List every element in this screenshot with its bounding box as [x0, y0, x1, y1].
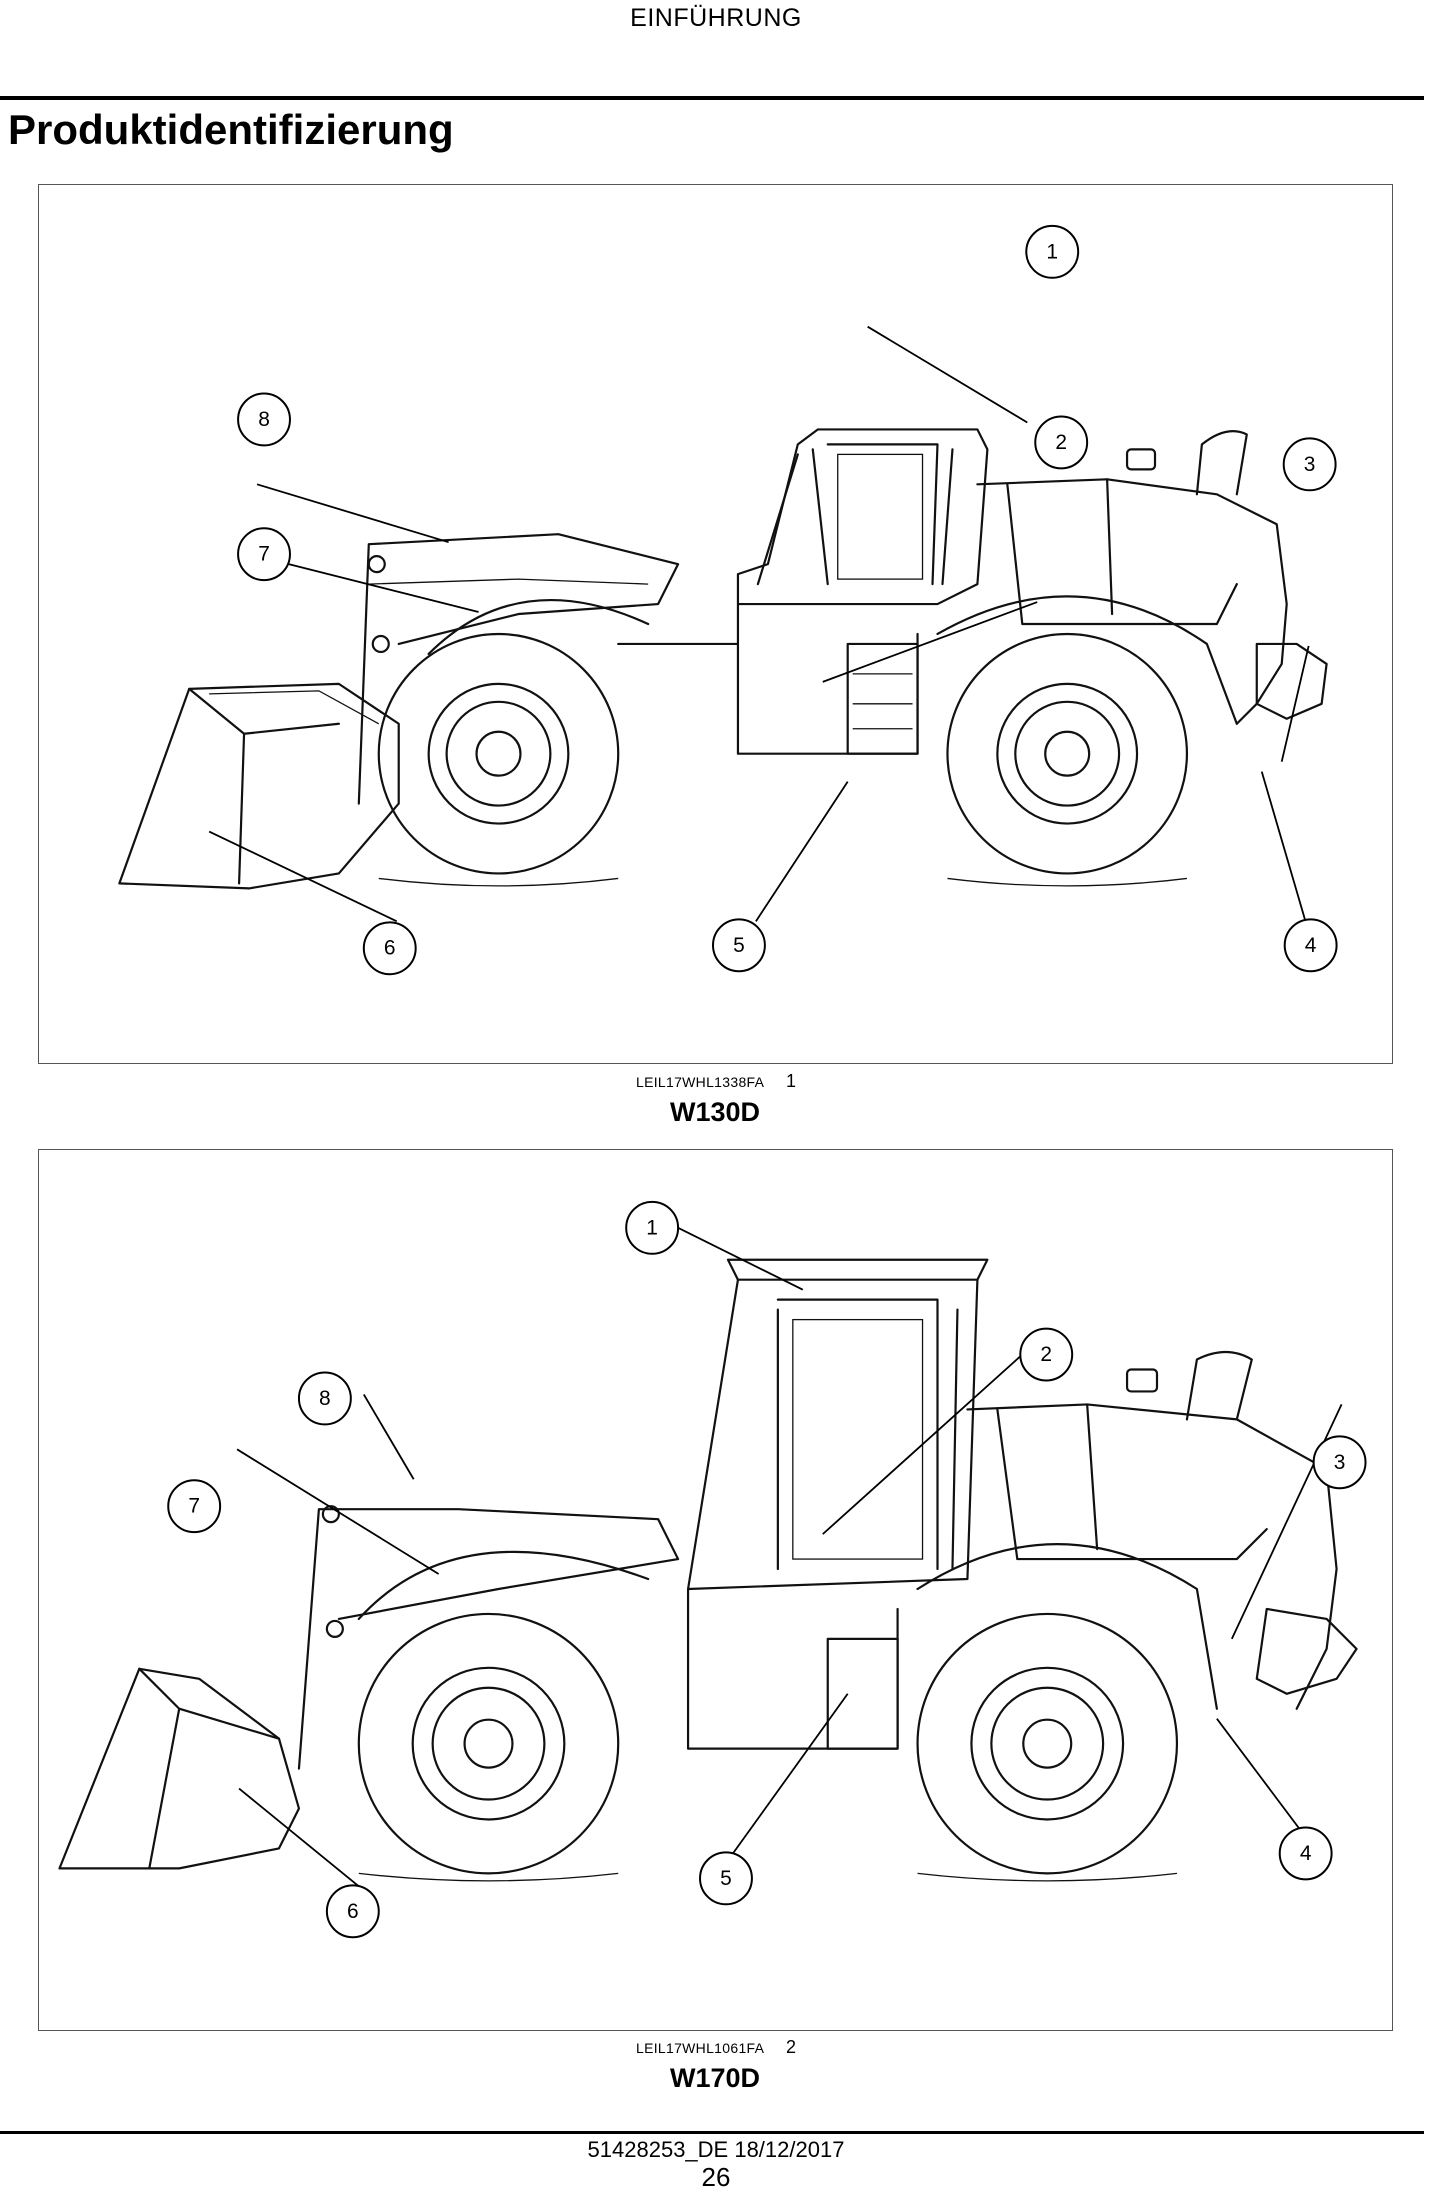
document-reference: 51428253_DE 18/12/2017 — [587, 2137, 845, 2162]
callout-6: 6 — [325, 1884, 380, 1939]
leader-2 — [822, 601, 1038, 683]
callout-7: 7 — [167, 1479, 222, 1534]
leader-6 — [208, 830, 398, 923]
figure-number: 2 — [786, 2037, 797, 2057]
leader-8 — [256, 483, 449, 544]
svg-text:8: 8 — [258, 408, 270, 431]
svg-text:5: 5 — [720, 1867, 732, 1890]
leader-7 — [236, 1448, 440, 1575]
figure-ref-code: LEIL17WHL1338FA — [636, 1074, 765, 1090]
leader-2 — [822, 1353, 1023, 1535]
page-number: 26 — [701, 2162, 731, 2192]
callout-2: 2 — [1019, 1327, 1074, 1382]
figure-number: 1 — [786, 1071, 797, 1091]
svg-text:8: 8 — [319, 1387, 331, 1410]
figure-ref-code: LEIL17WHL1061FA — [636, 2040, 765, 2056]
section-header: EINFÜHRUNG — [630, 4, 802, 32]
svg-text:4: 4 — [1305, 934, 1317, 957]
leader-5 — [755, 781, 849, 922]
callout-5: 5 — [699, 1851, 753, 1906]
callout-2: 2 — [1034, 415, 1089, 470]
svg-text:6: 6 — [347, 1900, 359, 1923]
callout-5: 5 — [712, 918, 766, 973]
svg-text:7: 7 — [188, 1495, 200, 1518]
leader-1 — [677, 1227, 804, 1291]
leader-1 — [867, 325, 1028, 424]
svg-text:5: 5 — [733, 934, 745, 957]
figure-caption: W170D — [670, 2063, 761, 2093]
leader-7 — [256, 555, 479, 613]
svg-text:3: 3 — [1334, 1451, 1346, 1474]
callout-4: 4 — [1283, 918, 1338, 973]
leader-3 — [1280, 645, 1310, 762]
svg-text:2: 2 — [1055, 431, 1067, 454]
callout-3: 3 — [1282, 437, 1337, 492]
svg-text:2: 2 — [1040, 1343, 1052, 1366]
svg-text:7: 7 — [258, 543, 270, 566]
svg-text:6: 6 — [384, 937, 396, 960]
callout-8: 8 — [237, 392, 291, 447]
page-title: Produktidentifizierung — [8, 106, 454, 153]
leader-4 — [1260, 771, 1308, 926]
leader-4 — [1216, 1718, 1308, 1839]
loader-body-drawing — [58, 1258, 1358, 1882]
figure-w170d: 1 2 3 4 5 6 7 8 — [38, 1149, 1393, 2031]
leader-8 — [363, 1393, 415, 1480]
callout-7: 7 — [237, 527, 291, 582]
callout-1: 1 — [1025, 224, 1080, 279]
header-rule — [0, 96, 1424, 100]
svg-text:3: 3 — [1304, 453, 1316, 476]
callout-1: 1 — [625, 1200, 680, 1255]
svg-text:4: 4 — [1300, 1842, 1312, 1865]
figure-w130d: 1 2 3 4 5 6 7 8 — [38, 184, 1393, 1064]
loader-body-drawing — [118, 428, 1328, 890]
figure-caption: W130D — [670, 1097, 761, 1127]
callout-8: 8 — [297, 1371, 352, 1426]
leader-6 — [238, 1787, 360, 1888]
footer-rule — [0, 2131, 1424, 2134]
callout-4: 4 — [1278, 1826, 1333, 1881]
leader-5 — [732, 1693, 849, 1854]
wheel-loader-illustration: 1 2 3 4 5 6 7 8 — [58, 1200, 1367, 1939]
svg-text:1: 1 — [1046, 240, 1058, 263]
callout-6: 6 — [362, 921, 417, 976]
wheel-loader-illustration: 1 2 3 4 5 6 7 8 — [118, 224, 1338, 976]
svg-text:1: 1 — [646, 1216, 658, 1239]
callout-3: 3 — [1312, 1435, 1367, 1490]
